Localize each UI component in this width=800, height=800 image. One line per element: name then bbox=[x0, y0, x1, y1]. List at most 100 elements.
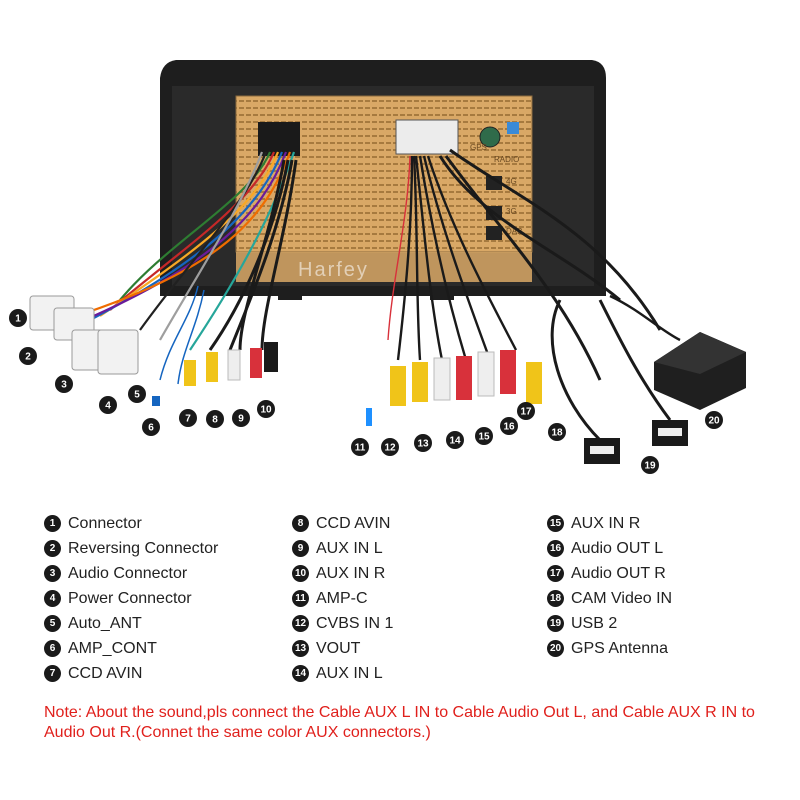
legend-badge: 20 bbox=[547, 640, 564, 657]
head-unit: GPS RADIO 4G 3G DAB Harfey bbox=[160, 60, 606, 300]
legend-label: Connector bbox=[68, 514, 142, 532]
legend-label: Reversing Connector bbox=[68, 539, 219, 557]
callout-6-circle bbox=[142, 418, 160, 436]
legend-item: 20 GPS Antenna bbox=[547, 636, 672, 661]
callout-18-circle bbox=[548, 423, 566, 441]
plastic-connectors bbox=[29, 295, 139, 375]
legend-badge: 1 bbox=[44, 515, 61, 532]
legend-item: 3 Audio Connector bbox=[44, 561, 218, 586]
legend-label: Auto_ANT bbox=[68, 614, 142, 632]
legend-badge: 16 bbox=[547, 540, 564, 557]
legend-badge: 4 bbox=[44, 590, 61, 607]
legend-label: Power Connector bbox=[68, 589, 192, 607]
legend-badge: 19 bbox=[547, 615, 564, 632]
callout-11-circle bbox=[351, 438, 369, 456]
callouts: 1 2 3 4 5 6 7 8 9 10 11 12 13 14 15 16 1… bbox=[9, 309, 723, 474]
callout-7: 7 bbox=[185, 414, 191, 425]
legend-label: Audio OUT R bbox=[571, 564, 666, 582]
wiring-diagram: GPS RADIO 4G 3G DAB Harfey bbox=[9, 60, 746, 474]
legend-label: CCD AVIN bbox=[68, 664, 143, 682]
port-3g-label: 3G bbox=[506, 207, 517, 216]
legend-badge: 18 bbox=[547, 590, 564, 607]
legend-label: AUX IN R bbox=[571, 514, 641, 532]
callout-4-circle bbox=[99, 396, 117, 414]
callout-17-circle bbox=[517, 402, 535, 420]
legend-badge: 8 bbox=[292, 515, 309, 532]
legend-badge: 11 bbox=[292, 590, 309, 607]
callout-10: 10 bbox=[260, 405, 272, 416]
callout-19-circle bbox=[641, 456, 659, 474]
legend-label: VOUT bbox=[316, 639, 361, 657]
callout-2: 2 bbox=[25, 352, 31, 363]
callout-9: 9 bbox=[238, 414, 244, 425]
callout-9-circle bbox=[232, 409, 250, 427]
callout-15: 15 bbox=[478, 432, 490, 443]
callout-14-circle bbox=[446, 431, 464, 449]
callout-13-circle bbox=[414, 434, 432, 452]
callout-15-circle bbox=[475, 427, 493, 445]
callout-16-circle bbox=[500, 417, 518, 435]
callout-18: 18 bbox=[551, 428, 563, 439]
gps-port bbox=[479, 126, 501, 148]
legend-badge: 12 bbox=[292, 615, 309, 632]
callout-5-circle bbox=[128, 385, 146, 403]
callout-7-circle bbox=[179, 409, 197, 427]
callout-12-circle bbox=[381, 438, 399, 456]
legend-badge: 14 bbox=[292, 665, 309, 682]
legend-badge: 3 bbox=[44, 565, 61, 582]
gps-antenna bbox=[609, 294, 746, 410]
callout-8-circle bbox=[206, 410, 224, 428]
left-rca-plugs bbox=[152, 342, 278, 406]
callout-12: 12 bbox=[384, 443, 396, 454]
legend-label: Audio Connector bbox=[68, 564, 188, 582]
gps-label: GPS bbox=[470, 143, 487, 152]
callout-1-circle bbox=[9, 309, 27, 327]
legend-badge: 15 bbox=[547, 515, 564, 532]
legend-item: 8 CCD AVIN bbox=[292, 511, 393, 536]
legend-label: AMP-C bbox=[316, 589, 368, 607]
callout-20-circle bbox=[705, 411, 723, 429]
multi-pin-socket bbox=[395, 119, 459, 155]
legend-label: GPS Antenna bbox=[571, 639, 668, 657]
wiring-note: Note: About the sound,pls connect the Ca… bbox=[44, 704, 755, 741]
callout-19: 19 bbox=[644, 461, 656, 472]
legend-badge: 17 bbox=[547, 565, 564, 582]
legend-item: 17 Audio OUT R bbox=[547, 561, 672, 586]
center-harness bbox=[387, 148, 662, 381]
legend-label: CVBS IN 1 bbox=[316, 614, 394, 632]
callout-1: 1 bbox=[15, 314, 21, 325]
callout-11: 11 bbox=[355, 443, 366, 454]
legend-item: 14 AUX IN L bbox=[292, 661, 393, 686]
callout-3-circle bbox=[55, 375, 73, 393]
callout-3: 3 bbox=[61, 380, 67, 391]
legend-label: CCD AVIN bbox=[316, 514, 391, 532]
legend-item: 1 Connector bbox=[44, 511, 218, 536]
callout-5: 5 bbox=[134, 390, 140, 401]
callout-2-circle bbox=[19, 347, 37, 365]
legend-badge: 9 bbox=[292, 540, 309, 557]
legend-item: 9 AUX IN L bbox=[292, 536, 393, 561]
legend-badge: 7 bbox=[44, 665, 61, 682]
callout-17: 17 bbox=[520, 407, 532, 418]
callout-4: 4 bbox=[105, 401, 111, 412]
legend-label: AUX IN L bbox=[316, 664, 383, 682]
usb-cables bbox=[550, 299, 688, 464]
legend-label: AUX IN L bbox=[316, 539, 383, 557]
legend-item: 12 CVBS IN 1 bbox=[292, 611, 393, 636]
legend-badge: 6 bbox=[44, 640, 61, 657]
legend-item: 11 AMP-C bbox=[292, 586, 393, 611]
legend-label: AUX IN R bbox=[316, 564, 386, 582]
connector-4 bbox=[97, 329, 139, 375]
center-rca-plugs bbox=[366, 350, 542, 426]
port-4g-label: 4G bbox=[506, 177, 517, 186]
callout-8: 8 bbox=[212, 415, 218, 426]
radio-label: RADIO bbox=[494, 155, 519, 164]
legend-badge: 13 bbox=[292, 640, 309, 657]
callout-16: 16 bbox=[503, 422, 515, 433]
legend-label: AMP_CONT bbox=[68, 639, 157, 657]
